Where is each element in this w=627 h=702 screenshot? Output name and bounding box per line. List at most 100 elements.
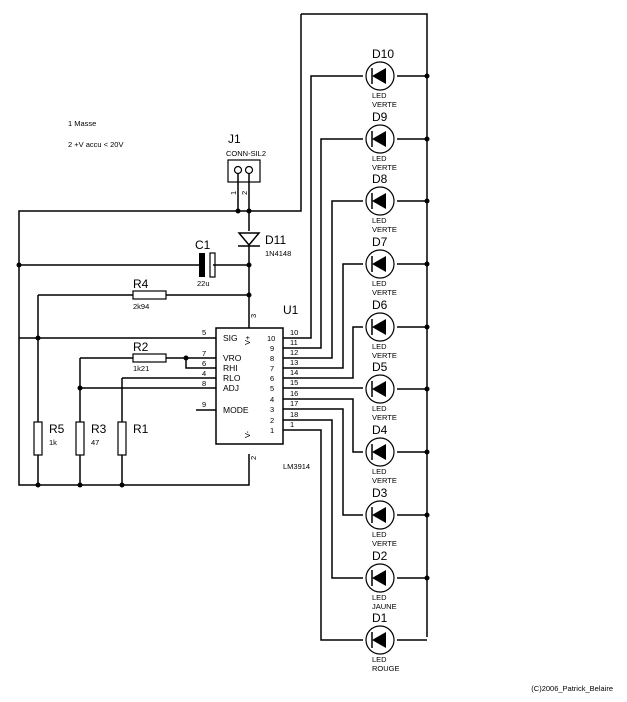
u1-vplus: V+ xyxy=(243,335,252,345)
led-color: VERTE xyxy=(372,225,397,234)
u1-pin-outer: 10 xyxy=(290,328,298,337)
led-color: VERTE xyxy=(372,413,397,422)
led-color: JAUNE xyxy=(372,602,397,611)
led-ref: D9 xyxy=(372,110,388,124)
u1-pin-num: 8 xyxy=(202,379,206,388)
led-ref: D7 xyxy=(372,235,388,249)
junction-dots xyxy=(16,73,430,581)
led-color: VERTE xyxy=(372,351,397,360)
led-type: LED xyxy=(372,655,387,664)
j1-pin2: 2 xyxy=(240,191,249,195)
note-pin2: 2 +V accu < 20V xyxy=(68,140,123,149)
u1-out-num: 6 xyxy=(270,374,274,383)
led-type: LED xyxy=(372,216,387,225)
resistor-r2: R2 1k21 xyxy=(132,340,167,373)
r4-value: 2k94 xyxy=(133,302,149,311)
u1-vminus: V- xyxy=(243,430,252,438)
u1-pin-name: MODE xyxy=(223,405,249,415)
u1-pin-num: 9 xyxy=(202,400,206,409)
led-ref: D10 xyxy=(372,47,394,61)
u1-pin-outer: 14 xyxy=(290,368,298,377)
u1-pin-outer: 17 xyxy=(290,399,298,408)
led-d10: D10 LED VERTE xyxy=(365,47,397,109)
d11-ref: D11 xyxy=(265,233,286,247)
u1-out-num: 10 xyxy=(267,334,275,343)
led-d4: D4 LED VERTE xyxy=(365,423,397,485)
u1-pin-num: 7 xyxy=(202,349,206,358)
led-ref: D4 xyxy=(372,423,388,437)
led-color: ROUGE xyxy=(372,664,400,673)
r5-value: 1k xyxy=(49,438,57,447)
u1-out-num: 7 xyxy=(270,364,274,373)
j1-pin1: 1 xyxy=(229,191,238,195)
u1-out-num: 2 xyxy=(270,416,274,425)
led-ref: D1 xyxy=(372,611,388,625)
resistor-r5: R5 1k xyxy=(33,421,65,456)
u1-out-num: 5 xyxy=(270,384,274,393)
led-color: VERTE xyxy=(372,288,397,297)
led-ref: D6 xyxy=(372,298,388,312)
note-pin1: 1 Masse xyxy=(68,119,96,128)
led-color: VERTE xyxy=(372,476,397,485)
u1-pin-outer: 18 xyxy=(290,410,298,419)
r2-ref: R2 xyxy=(133,340,149,354)
connector-j1: J1 CONN-SIL2 1 2 xyxy=(226,132,266,195)
led-d7: D7 LED VERTE xyxy=(365,235,397,297)
resistor-r4: R4 2k94 xyxy=(132,277,167,311)
u1-pin-outer: 1 xyxy=(290,420,294,429)
u1-pin-num: 5 xyxy=(202,328,206,337)
capacitor-c1: C1 22u xyxy=(195,238,216,288)
led-type: LED xyxy=(372,593,387,602)
led-d2: D2 LED JAUNE xyxy=(365,549,397,611)
r3-ref: R3 xyxy=(91,422,107,436)
u1-part: LM3914 xyxy=(283,462,310,471)
led-ref: D3 xyxy=(372,486,388,500)
u1-pin-num: 6 xyxy=(202,359,206,368)
wires xyxy=(18,13,428,641)
led-type: LED xyxy=(372,467,387,476)
u1-pin-outer: 15 xyxy=(290,378,298,387)
led-type: LED xyxy=(372,342,387,351)
u1-out-num: 8 xyxy=(270,354,274,363)
diode-d11: D11 1N4148 xyxy=(237,232,291,258)
u1-out-num: 3 xyxy=(270,405,274,414)
led-d1: D1 LED ROUGE xyxy=(365,611,400,673)
u1-ref: U1 xyxy=(283,303,299,317)
led-d5: D5 LED VERTE xyxy=(365,360,397,422)
r3-value: 47 xyxy=(91,438,99,447)
u1-out-num: 4 xyxy=(270,395,274,404)
r5-ref: R5 xyxy=(49,422,65,436)
j1-value: CONN-SIL2 xyxy=(226,149,266,158)
led-d9: D9 LED VERTE xyxy=(365,110,397,172)
led-d8: D8 LED VERTE xyxy=(365,172,397,234)
u1-bottom-pin: 2 xyxy=(249,456,258,460)
led-ref: D2 xyxy=(372,549,388,563)
u1-pin-num: 4 xyxy=(202,369,206,378)
led-color: VERTE xyxy=(372,163,397,172)
r4-ref: R4 xyxy=(133,277,149,291)
u1-pin-name: RLO xyxy=(223,373,241,383)
ic-u1: U1 LM3914 V+ V- 3 2 SIG 5 VRO 7 RHI 6 RL… xyxy=(202,303,310,471)
led-type: LED xyxy=(372,154,387,163)
led-type: LED xyxy=(372,404,387,413)
d11-value: 1N4148 xyxy=(265,249,291,258)
c1-value: 22u xyxy=(197,279,210,288)
u1-top-pin: 3 xyxy=(249,314,258,318)
led-ref: D5 xyxy=(372,360,388,374)
u1-out-num: 9 xyxy=(270,344,274,353)
u1-pin-name: VRO xyxy=(223,353,242,363)
j1-ref: J1 xyxy=(228,132,241,146)
u1-pin-outer: 16 xyxy=(290,389,298,398)
r2-value: 1k21 xyxy=(133,364,149,373)
led-type: LED xyxy=(372,530,387,539)
led-d3: D3 LED VERTE xyxy=(365,486,397,548)
u1-pin-outer: 12 xyxy=(290,348,298,357)
led-color: VERTE xyxy=(372,539,397,548)
led-d6: D6 LED VERTE xyxy=(365,298,397,360)
u1-pin-name: ADJ xyxy=(223,383,239,393)
led-type: LED xyxy=(372,91,387,100)
led-type: LED xyxy=(372,279,387,288)
u1-pin-outer: 13 xyxy=(290,358,298,367)
copyright: (C)2006_Patrick_Belaire xyxy=(531,684,613,693)
